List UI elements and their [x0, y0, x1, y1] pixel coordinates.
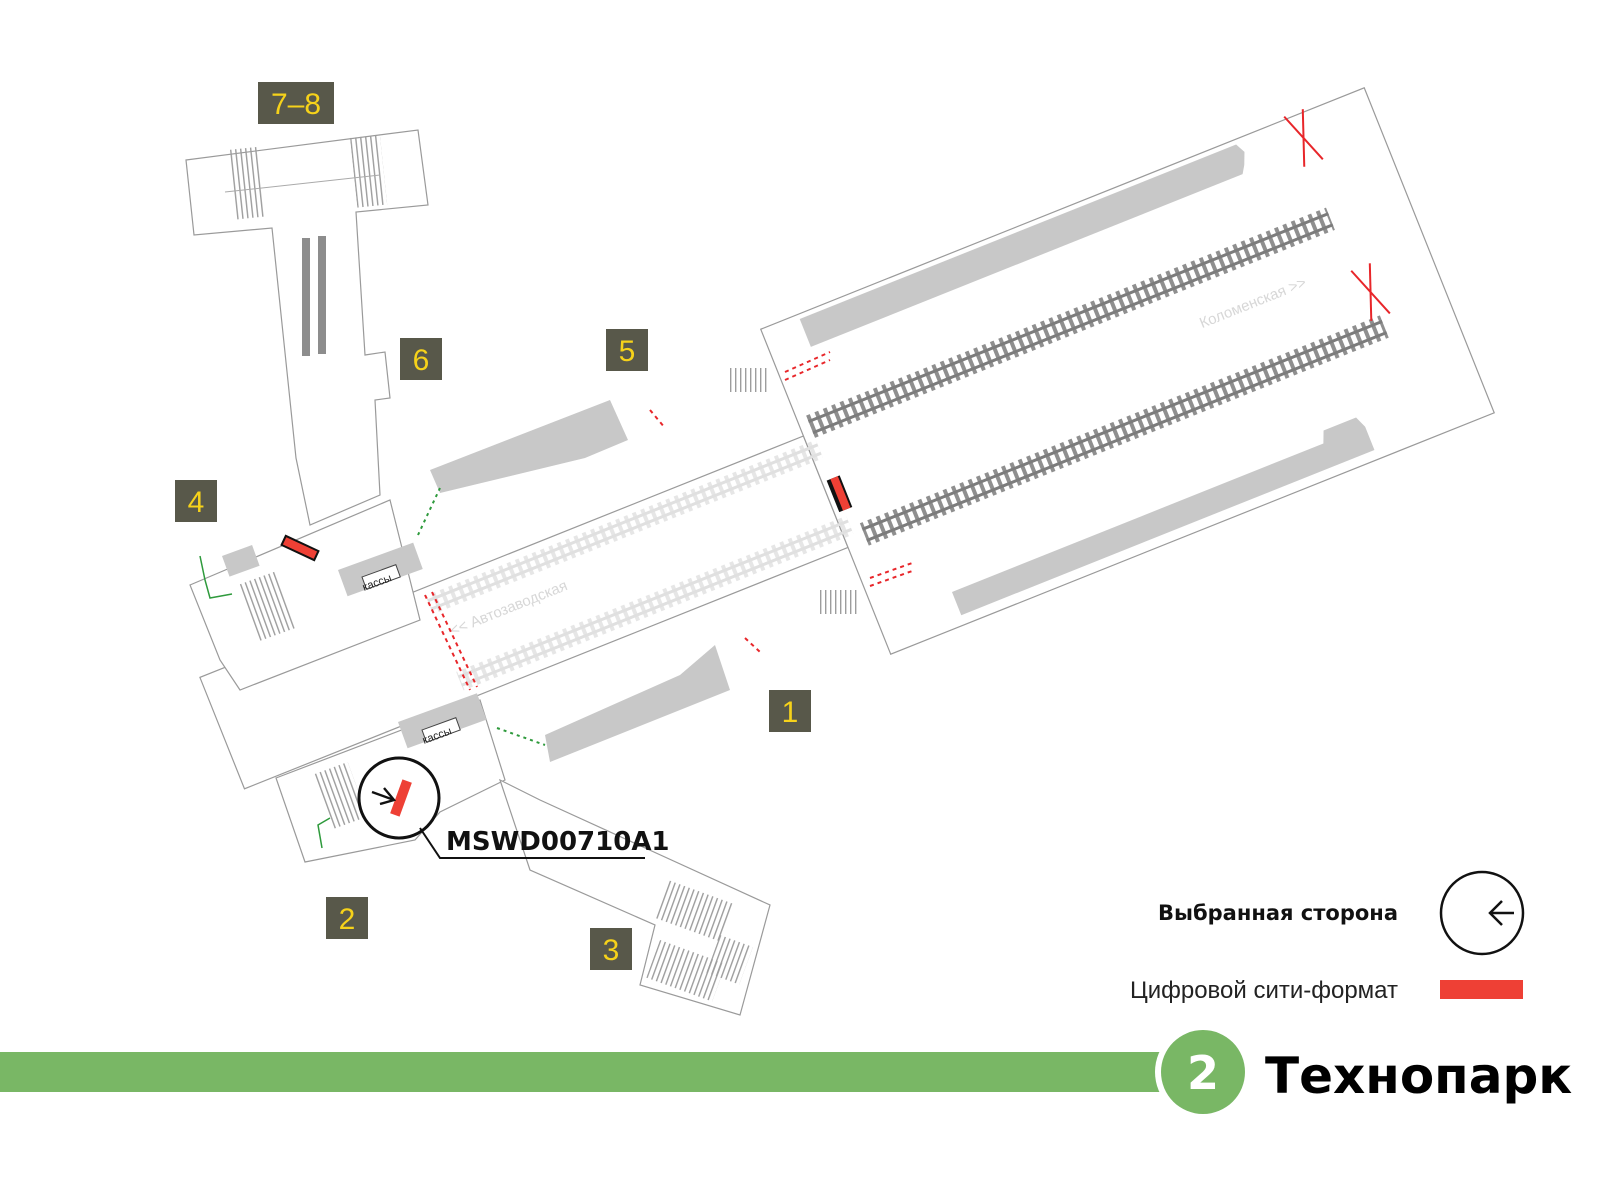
- arrow-in-circle-icon: [371, 787, 397, 806]
- callout-line: [419, 827, 645, 859]
- line-number: 2: [1187, 1046, 1219, 1100]
- platform-upper-short: [430, 400, 628, 493]
- line-badge: [1161, 1030, 1245, 1114]
- exit-6-number: 6: [413, 344, 430, 377]
- stairs-upper: [728, 368, 768, 392]
- legend: Выбранная сторона Цифровой сити-формат: [1130, 870, 1525, 1004]
- exit-2-number: 2: [339, 903, 356, 936]
- tunnel-end-upper: [1283, 109, 1324, 167]
- station-name: Технопарк: [1265, 1047, 1572, 1105]
- exit-marks: [424, 351, 916, 691]
- ad-panel-exit-4[interactable]: [280, 534, 320, 562]
- exit-5-number: 5: [619, 335, 636, 368]
- legend-digital-format-label: Цифровой сити-формат: [1130, 977, 1398, 1004]
- placement-code: MSWD00710A1: [446, 827, 670, 857]
- exit-1: 1: [769, 690, 811, 732]
- track-upper: [806, 207, 1335, 438]
- exit-5: 5: [606, 329, 648, 371]
- station-hall: Коломенская >> << Автозаводская: [199, 87, 1496, 790]
- platform-north: [799, 144, 1245, 347]
- ad-panel-platform[interactable]: [830, 476, 851, 511]
- green-entry-marks: [417, 487, 546, 746]
- line-band: 2 Технопарк: [0, 1024, 1572, 1120]
- exit-7-8: 7–8: [258, 82, 334, 124]
- selected-ad-panel: [390, 779, 412, 817]
- exit-3-number: 3: [603, 934, 620, 967]
- exit-4: 4: [175, 480, 217, 522]
- exit-4-number: 4: [188, 486, 205, 519]
- exit-3: 3: [590, 928, 632, 970]
- exit-6: 6: [400, 338, 442, 380]
- stairs-lower: [818, 590, 858, 614]
- legend-selected-side-label: Выбранная сторона: [1158, 901, 1398, 925]
- lobby-west: кассы: [189, 499, 423, 691]
- exit-1-number: 1: [782, 696, 799, 729]
- selected-ad-marker[interactable]: MSWD00710A1: [357, 756, 670, 859]
- exit-7-8-number: 7–8: [271, 88, 321, 121]
- exit-2: 2: [326, 897, 368, 939]
- tunnel-end-lower: [1350, 263, 1391, 321]
- platform-south: [951, 417, 1375, 616]
- arrow-left-circle-icon: [1488, 900, 1514, 926]
- platform-lower-short: [545, 645, 730, 762]
- vestibule-north: [185, 129, 429, 526]
- green-turns: [199, 555, 331, 849]
- line-color-bar: [0, 1052, 1180, 1092]
- legend-circle: [1439, 870, 1525, 956]
- track-lower: [859, 315, 1389, 546]
- legend-digital-format-swatch: [1440, 980, 1523, 999]
